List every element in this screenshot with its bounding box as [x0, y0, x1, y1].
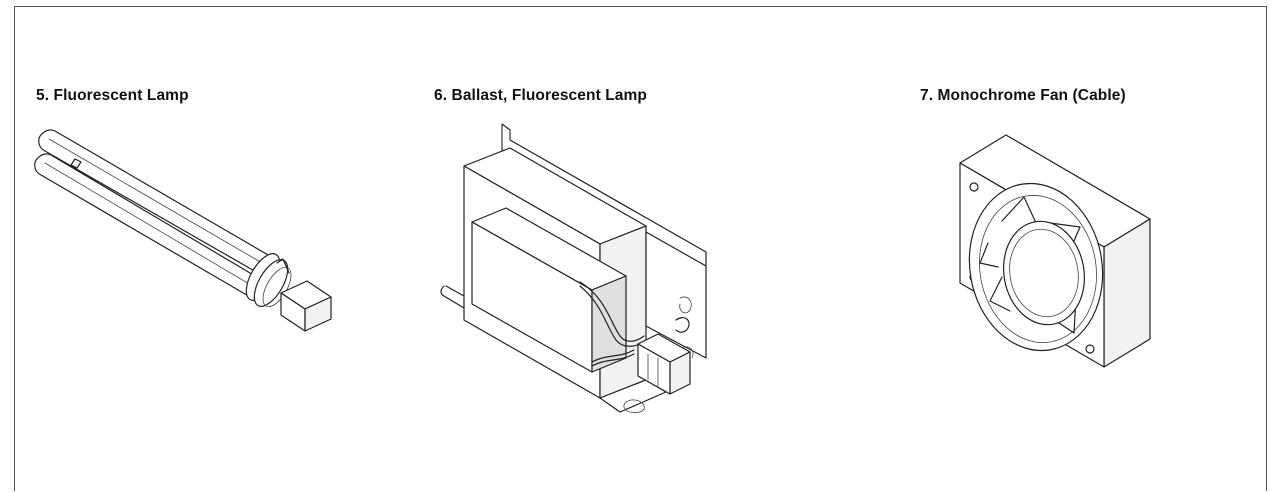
parts-figure-panel: 5. Fluorescent Lamp 6. Ballast, Fluoresc…	[14, 6, 1267, 491]
fluorescent-lamp-icon	[34, 129, 332, 332]
part-monochrome-fan: 7. Monochrome Fan (Cable)	[880, 7, 1268, 492]
part-fluorescent-lamp: 5. Fluorescent Lamp	[15, 7, 410, 492]
fan-icon	[959, 134, 1151, 368]
part-title-fluorescent-lamp: 5. Fluorescent Lamp	[36, 87, 189, 104]
part-title-monochrome-fan: 7. Monochrome Fan (Cable)	[920, 87, 1126, 104]
ballast-icon	[440, 123, 707, 414]
part-ballast: 6. Ballast, Fluorescent Lamp	[410, 7, 880, 492]
part-title-ballast: 6. Ballast, Fluorescent Lamp	[434, 87, 647, 104]
